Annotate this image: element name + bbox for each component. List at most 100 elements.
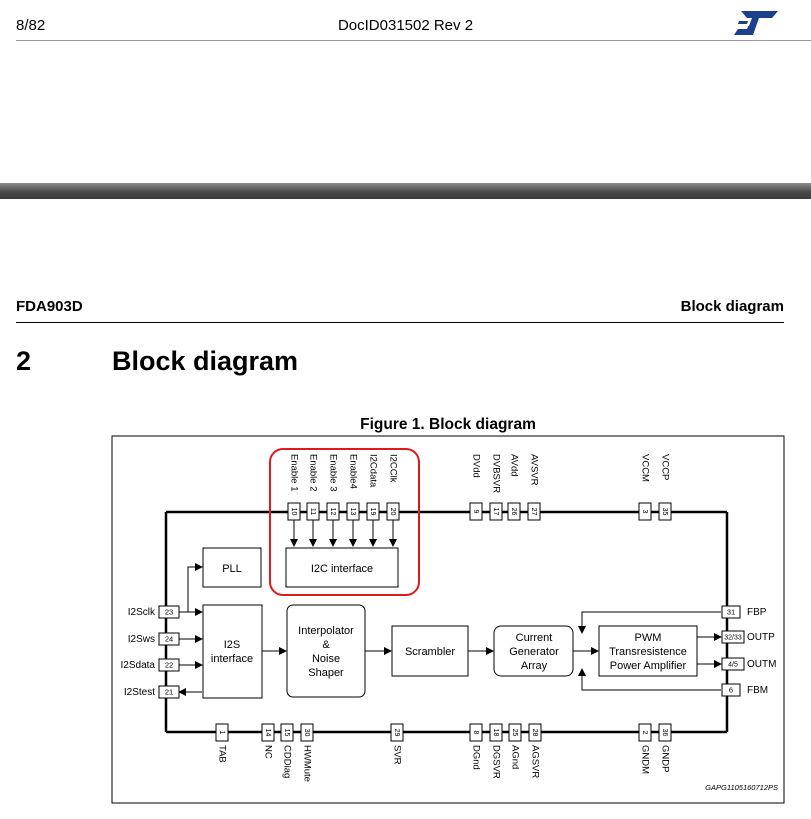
i2s-label-line1: I2S <box>224 639 241 651</box>
pin-label: GNDP <box>659 745 670 772</box>
pin-number: 17 <box>492 508 499 516</box>
pin-number: 31 <box>727 607 735 616</box>
st-logo-icon <box>734 11 778 35</box>
pin-number: 10 <box>290 508 297 516</box>
i2c-interface-label: I2C interface <box>311 563 373 575</box>
interp-label-line3: Noise <box>312 653 340 665</box>
pin-i2sdata: 22 I2Sdata <box>121 658 180 672</box>
pin-label: OUTP <box>747 632 775 643</box>
pin-number: 6 <box>729 685 733 694</box>
pin-number: 15 <box>283 729 290 737</box>
top-rule <box>16 40 811 41</box>
pin-number: 1 <box>218 731 225 735</box>
i2c-interface-block: I2C interface <box>285 547 399 588</box>
pin-number: 36 <box>661 729 668 737</box>
interp-label-line4: Shaper <box>308 667 344 679</box>
pin-number: 14 <box>264 729 271 737</box>
pin-number: 4/5 <box>728 661 738 668</box>
figure-caption: Figure 1. Block diagram <box>360 416 536 433</box>
pin-number: 19 <box>369 508 376 516</box>
pin-number: 29 <box>393 729 400 737</box>
pin-label: I2Sdata <box>121 660 156 671</box>
running-section-title: Block diagram <box>680 298 784 315</box>
pin-number: 35 <box>661 508 668 516</box>
pin-label: AVdd <box>508 454 519 477</box>
pin-label: CDDiag <box>281 745 292 778</box>
pin-label: DVdd <box>470 454 481 478</box>
pin-label: Enable4 <box>347 454 358 489</box>
pin-label: OUTM <box>747 659 776 670</box>
pin-number: 28 <box>531 729 538 737</box>
document-id: DocID031502 Rev 2 <box>337 17 474 34</box>
section-number: 2 <box>16 346 32 376</box>
pin-number: 9 <box>472 510 479 514</box>
pin-number: 20 <box>389 508 396 516</box>
pin-enable-1: 10 Enable 1 <box>287 454 301 547</box>
interp-label-line1: Interpolator <box>298 625 354 637</box>
pin-label: Enable 3 <box>327 454 338 492</box>
pin-number: 8 <box>472 731 479 735</box>
pin-outm: 4/5 OUTM <box>721 657 776 671</box>
pin-number: 11 <box>309 508 316 515</box>
scrambler-label: Scrambler <box>405 646 455 658</box>
pin-number: 26 <box>510 508 517 516</box>
pin-label: FBM <box>747 685 768 696</box>
pin-number: 22 <box>165 660 173 669</box>
pin-fbm: 6 FBM <box>721 683 768 697</box>
pin-outp: 32/33 OUTP <box>721 630 775 644</box>
pin-number: 23 <box>165 607 173 616</box>
pin-number: 30 <box>303 729 310 737</box>
cga-label-line3: Array <box>521 660 548 672</box>
pwm-label-line1: PWM <box>635 632 662 644</box>
figure-id-code: GAPG1105160712PS <box>705 783 778 792</box>
i2c-highlight <box>269 448 420 596</box>
pin-label: DGSVR <box>490 745 501 779</box>
pin-number: 13 <box>349 508 356 516</box>
pin-enable-2: 11 Enable 2 <box>306 454 320 547</box>
figure-frame <box>111 435 785 804</box>
i2s-label-line2: interface <box>211 653 253 665</box>
pin-label: NC <box>262 745 273 759</box>
pin-enable4: 13 Enable4 <box>346 454 360 547</box>
interpolator-block: Interpolator & Noise Shaper <box>286 604 366 698</box>
pin-number: 24 <box>165 634 173 643</box>
product-name: FDA903D <box>16 298 83 315</box>
pll-block: PLL <box>202 547 262 588</box>
pin-label: I2Cdata <box>367 454 378 488</box>
pin-label: HWMute <box>301 745 312 782</box>
interp-label-line2: & <box>322 639 330 651</box>
pwm-label-line3: Power Amplifier <box>610 660 687 672</box>
pin-label: DGnd <box>470 745 481 770</box>
pin-number: 18 <box>492 729 499 737</box>
pin-number: 32/33 <box>724 634 742 641</box>
i2s-interface-block: I2S interface <box>202 604 263 699</box>
pin-label: I2CClk <box>387 454 398 483</box>
pin-label: TAB <box>216 745 227 763</box>
pin-number: 3 <box>641 510 648 514</box>
pin-label: AGSVR <box>529 745 540 778</box>
pin-label: SVR <box>391 745 402 765</box>
pin-label: Enable 1 <box>288 454 299 492</box>
current-generator-block: Current Generator Array <box>493 625 574 677</box>
pin-label: Enable 2 <box>307 454 318 492</box>
pin-label: I2Stest <box>124 687 155 698</box>
pin-avdd: 26 AVdd <box>507 454 521 521</box>
